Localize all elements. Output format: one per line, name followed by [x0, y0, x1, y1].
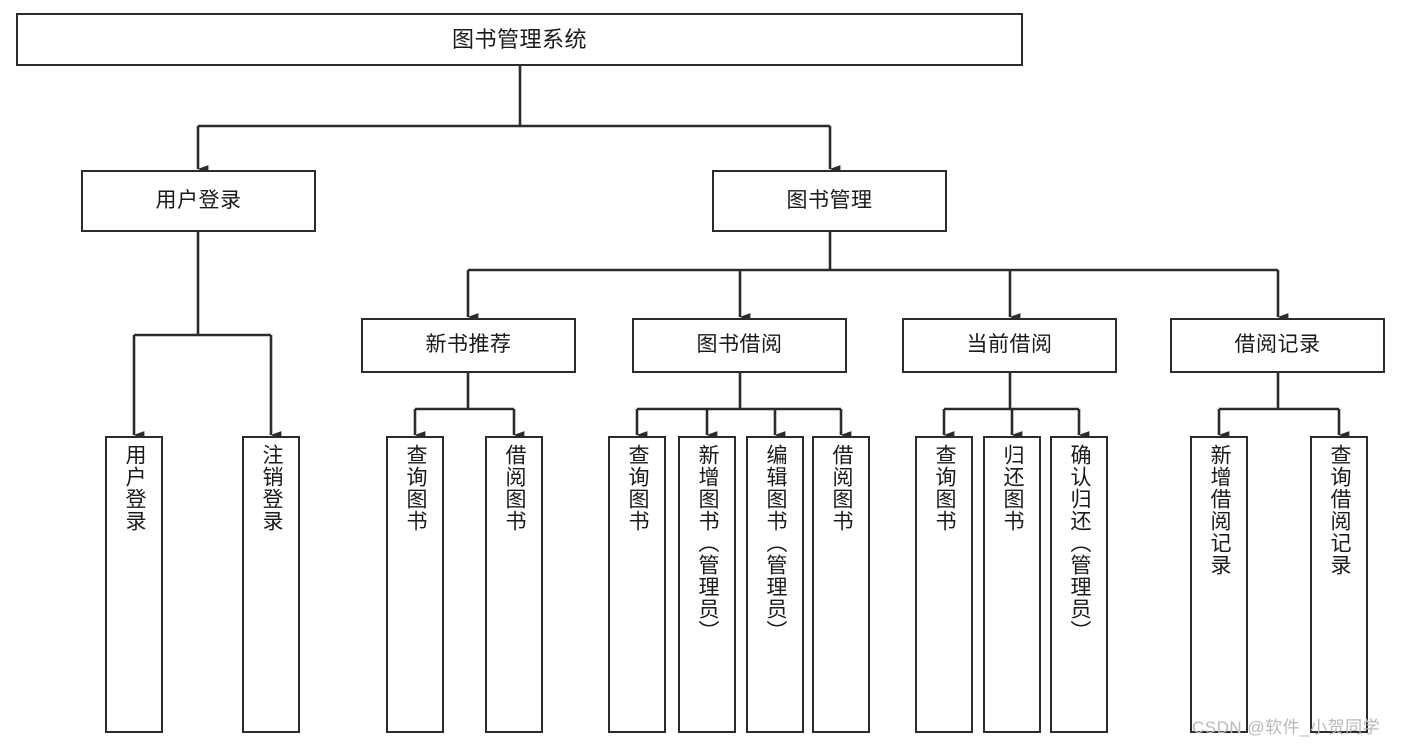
node-leaf-return-book[interactable]: 归还图书	[983, 436, 1041, 733]
node-leaf-add-record[interactable]: 新增借阅记录	[1190, 436, 1248, 733]
edge-path-group	[132, 66, 1350, 439]
node-label: 图书管理	[786, 188, 873, 212]
node-leaf-query-book-1[interactable]: 查询图书	[386, 436, 444, 733]
node-label: 查询图书	[404, 444, 428, 532]
node-leaf-user-login[interactable]: 用户登录	[105, 436, 163, 733]
node-leaf-borrow-book-2[interactable]: 借阅图书	[812, 436, 870, 733]
node-leaf-query-book-2[interactable]: 查询图书	[608, 436, 666, 733]
node-label: 借阅图书	[830, 444, 854, 532]
node-label: 查询图书	[626, 444, 650, 532]
node-label: 编辑图书（管理员）	[764, 444, 788, 642]
node-label: 确认归还（管理员）	[1068, 444, 1092, 642]
node-login[interactable]: 用户登录	[81, 170, 316, 232]
node-label: 借阅图书	[503, 444, 527, 532]
node-label: 用户登录	[123, 444, 147, 532]
node-bookmgmt[interactable]: 图书管理	[712, 170, 947, 232]
node-current[interactable]: 当前借阅	[902, 318, 1117, 373]
node-label: 借阅记录	[1234, 333, 1321, 357]
node-leaf-add-book[interactable]: 新增图书（管理员）	[678, 436, 736, 733]
node-leaf-logout[interactable]: 注销登录	[242, 436, 300, 733]
edge-trunk-current-to-leaves	[944, 373, 1079, 411]
node-leaf-confirm-return[interactable]: 确认归还（管理员）	[1050, 436, 1108, 733]
node-label: 图书管理系统	[451, 26, 587, 52]
node-label: 新增借阅记录	[1208, 444, 1232, 576]
node-label: 注销登录	[260, 444, 284, 532]
node-label: 新增图书（管理员）	[696, 444, 720, 642]
edge-trunk-root-to-level2	[198, 66, 830, 128]
node-label: 用户登录	[155, 188, 242, 212]
node-label: 当前借阅	[966, 333, 1053, 357]
node-label: 查询图书	[933, 444, 957, 532]
node-leaf-edit-book[interactable]: 编辑图书（管理员）	[746, 436, 804, 733]
edge-trunk-records-to-leaves	[1219, 373, 1339, 411]
node-records[interactable]: 借阅记录	[1170, 318, 1385, 373]
node-root[interactable]: 图书管理系统	[16, 13, 1023, 66]
node-label: 图书借阅	[696, 333, 783, 357]
node-label: 查询借阅记录	[1328, 444, 1352, 576]
node-leaf-query-record[interactable]: 查询借阅记录	[1310, 436, 1368, 733]
edge-trunk-login-to-leaves	[134, 232, 271, 337]
node-newbook[interactable]: 新书推荐	[361, 318, 576, 373]
node-leaf-query-book-3[interactable]: 查询图书	[915, 436, 973, 733]
edge-trunk-borrow-to-leaves	[637, 373, 841, 411]
edge-trunk-bookmgmt-to-level3	[468, 232, 1278, 272]
edge-trunk-newbook-to-leaves	[415, 373, 514, 411]
node-label: 新书推荐	[425, 333, 512, 357]
node-label: 归还图书	[1001, 444, 1025, 532]
node-leaf-borrow-book-1[interactable]: 借阅图书	[485, 436, 543, 733]
node-borrow[interactable]: 图书借阅	[632, 318, 847, 373]
